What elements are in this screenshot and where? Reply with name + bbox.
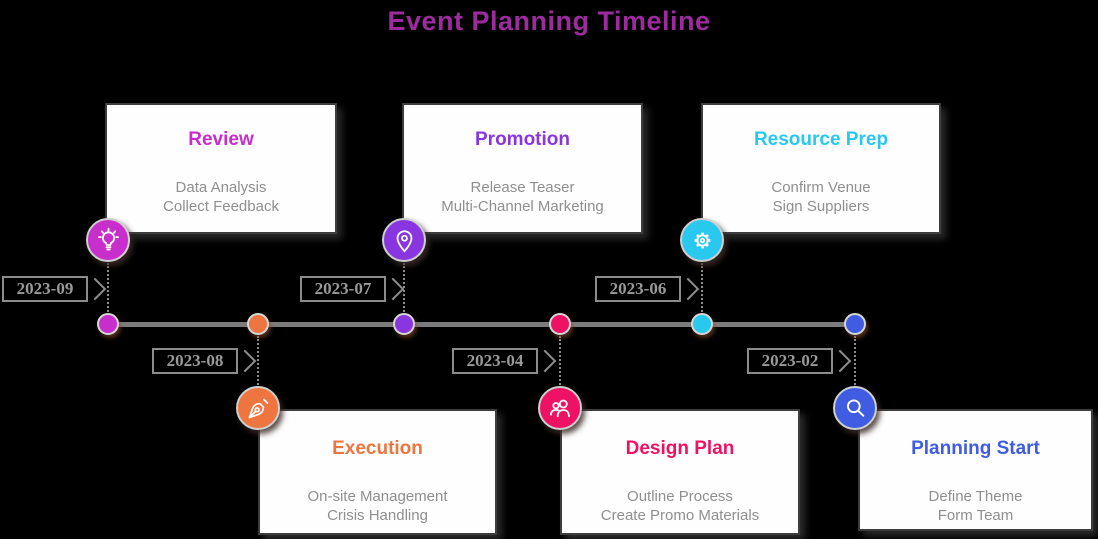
lightbulb-icon [97, 227, 119, 250]
connector-line [854, 336, 856, 385]
team-icon [549, 399, 570, 417]
connector-line [403, 263, 405, 312]
timeline-axis [106, 322, 858, 327]
review-icon-circle [86, 218, 130, 262]
planning-start-icon-circle [833, 386, 877, 430]
card-title: Promotion [475, 129, 570, 150]
card-details: Confirm Venue Sign Suppliers [703, 178, 939, 216]
card-detail-line: Outline Process [627, 488, 733, 505]
card-detail-line: Confirm Venue [771, 179, 871, 196]
timeline-node-planning-start [844, 313, 866, 335]
execution-icon-circle [236, 386, 280, 430]
date-tag: 2023-02 [747, 348, 833, 374]
gear-icon [694, 232, 710, 248]
timeline-node-review [97, 313, 119, 335]
card-detail-line: Form Team [937, 507, 1014, 524]
date-tag: 2023-07 [300, 276, 386, 302]
pen-nib-icon [248, 398, 268, 418]
timeline-node-execution [247, 313, 269, 335]
card-resource-prep: Resource Prep Confirm Venue Sign Supplie… [701, 103, 941, 234]
card-planning-start: Planning Start Define Theme Form Team [858, 409, 1093, 531]
card-details: Outline Process Create Promo Materials [562, 487, 798, 525]
card-detail-line: Crisis Handling [327, 507, 428, 524]
resource-prep-icon-circle [680, 218, 724, 262]
timeline-node-resource-prep [691, 313, 713, 335]
card-title: Execution [332, 438, 423, 459]
card-title: Review [188, 129, 254, 150]
card-promotion: Promotion Release Teaser Multi-Channel M… [402, 103, 643, 234]
card-detail-line: On-site Management [307, 488, 448, 505]
date-tag: 2023-06 [595, 276, 681, 302]
card-detail-line: Data Analysis [175, 179, 267, 196]
card-detail-line: Multi-Channel Marketing [441, 198, 604, 215]
card-details: Data Analysis Collect Feedback [107, 178, 335, 216]
card-detail-line: Release Teaser [470, 179, 575, 196]
card-details: On-site Management Crisis Handling [260, 487, 495, 525]
date-tag: 2023-08 [152, 348, 238, 374]
connector-line [107, 263, 109, 312]
card-detail-line: Collect Feedback [163, 198, 279, 215]
card-title: Design Plan [625, 438, 735, 459]
design-plan-icon-circle [538, 386, 582, 430]
page-title: Event Planning Timeline [387, 6, 711, 36]
card-detail-line: Sign Suppliers [772, 198, 870, 215]
connector-line [559, 336, 561, 385]
date-tag: 2023-09 [2, 276, 88, 302]
card-title: Planning Start [911, 438, 1040, 459]
connector-line [701, 263, 703, 312]
card-details: Define Theme Form Team [860, 487, 1091, 525]
card-review: Review Data Analysis Collect Feedback [105, 103, 337, 234]
search-icon [846, 398, 864, 417]
timeline-node-promotion [393, 313, 415, 335]
card-execution: Execution On-site Management Crisis Hand… [258, 409, 497, 535]
card-design-plan: Design Plan Outline Process Create Promo… [560, 409, 800, 535]
card-detail-line: Create Promo Materials [600, 507, 760, 524]
location-pin-icon [396, 229, 412, 253]
promotion-icon-circle [382, 218, 426, 262]
connector-line [257, 336, 259, 385]
card-details: Release Teaser Multi-Channel Marketing [404, 178, 641, 216]
card-detail-line: Define Theme [928, 488, 1023, 505]
card-title: Resource Prep [753, 129, 889, 150]
date-tag: 2023-04 [452, 348, 538, 374]
timeline-node-design-plan [549, 313, 571, 335]
